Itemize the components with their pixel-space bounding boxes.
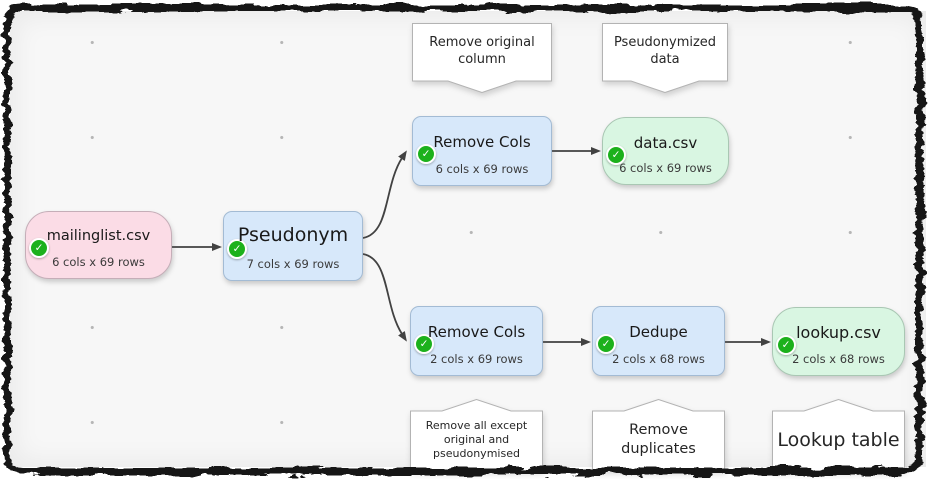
comment-remove-all-except[interactable]: Remove all except original and pseudonym… [410, 399, 543, 471]
node-title: mailinglist.csv [46, 228, 151, 244]
node-mailinglist-csv[interactable]: ✓ mailinglist.csv 6 cols x 69 rows [25, 211, 172, 279]
node-title: data.csv [633, 134, 698, 152]
node-size-label: 2 cols x 68 rows [792, 352, 885, 366]
node-size-label: 6 cols x 69 rows [52, 255, 145, 269]
edge-pseudonym-removecols-bottom [362, 253, 407, 342]
flow-canvas: ✓ mailinglist.csv 6 cols x 69 rows ✓ Pse… [10, 11, 926, 471]
comment-text: Remove duplicates [621, 422, 696, 457]
comment-pseudonymized-data[interactable]: Pseudonymized data [602, 23, 728, 93]
node-size-label: 7 cols x 69 rows [246, 257, 340, 271]
node-data-csv[interactable]: ✓ data.csv 6 cols x 69 rows [602, 117, 729, 185]
node-lookup-csv[interactable]: ✓ lookup.csv 2 cols x 68 rows [772, 307, 905, 376]
node-title: Remove Cols [433, 133, 531, 151]
node-size-label: 2 cols x 68 rows [612, 352, 705, 366]
comment-remove-duplicates[interactable]: Remove duplicates [592, 399, 725, 471]
node-title: Dedupe [629, 323, 688, 341]
node-size-label: 2 cols x 69 rows [430, 352, 523, 366]
comment-text: Remove original column [429, 35, 535, 67]
comment-lookup-table[interactable]: Lookup table [772, 399, 905, 471]
node-title: lookup.csv [796, 323, 881, 342]
edge-pseudonym-removecols-top [362, 150, 407, 239]
node-title: Remove Cols [427, 323, 526, 341]
comment-text: Pseudonymized data [613, 35, 717, 67]
comment-text: Lookup table [777, 428, 900, 451]
node-title: Pseudonym [237, 224, 349, 246]
node-size-label: 6 cols x 69 rows [435, 162, 529, 176]
node-size-label: 6 cols x 69 rows [619, 161, 712, 175]
comment-text: Remove all except original and pseudonym… [425, 418, 528, 461]
node-dedupe[interactable]: ✓ Dedupe 2 cols x 68 rows [592, 306, 725, 376]
node-pseudonym[interactable]: ✓ Pseudonym 7 cols x 69 rows [223, 211, 363, 281]
node-remove-cols-bottom[interactable]: ✓ Remove Cols 2 cols x 69 rows [410, 306, 543, 376]
node-remove-cols-top[interactable]: ✓ Remove Cols 6 cols x 69 rows [412, 116, 552, 186]
comment-remove-original-column[interactable]: Remove original column [412, 23, 552, 93]
